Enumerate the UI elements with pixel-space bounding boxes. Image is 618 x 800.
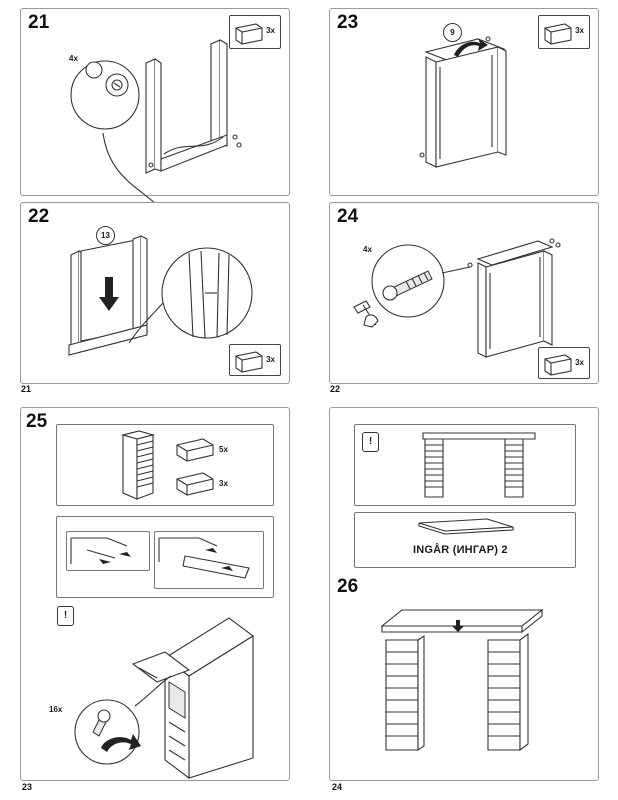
screw-detail-icon bbox=[74, 675, 172, 765]
drawer-count-a: 5x bbox=[219, 445, 228, 454]
desk-tabletop-illustration bbox=[380, 608, 544, 752]
fastener-count: 4x bbox=[363, 245, 372, 254]
step-21-panel: 21 3x 4x bbox=[20, 8, 290, 208]
cabinet-frame-illustration bbox=[467, 238, 561, 358]
drawer-insert-step-b bbox=[154, 531, 264, 589]
drawer-count-b: 3x bbox=[219, 479, 228, 488]
part-badge: 13 bbox=[96, 226, 115, 245]
arrow-down-icon bbox=[452, 620, 464, 632]
drawer-icon bbox=[176, 438, 214, 462]
warning-icon: ! bbox=[362, 432, 379, 452]
product-box: INGÅR (ИНГАР) 2 bbox=[354, 512, 576, 568]
drawer-insert-step-a bbox=[66, 531, 150, 571]
part-badge: 9 bbox=[443, 23, 462, 42]
page-number: 21 bbox=[21, 384, 32, 394]
page-number: 23 bbox=[22, 782, 33, 792]
step-number: 23 bbox=[337, 12, 359, 33]
drawer-icon bbox=[235, 23, 263, 45]
frame-back-panel-illustration bbox=[68, 235, 148, 356]
fastener-count: 16x bbox=[49, 705, 63, 714]
arrow-down-icon bbox=[99, 277, 119, 311]
step-number: 24 bbox=[337, 206, 359, 227]
warning-desk-box: ! bbox=[354, 424, 576, 506]
step-number: 22 bbox=[28, 206, 50, 227]
drawer-unit-illustration bbox=[120, 430, 156, 500]
warning-icon: ! bbox=[57, 606, 74, 626]
quantity-box: 3x bbox=[538, 347, 590, 379]
product-label: INGÅR (ИНГАР) 2 bbox=[413, 544, 508, 556]
step-24-panel: 24 4x 3x bbox=[329, 202, 599, 384]
quantity-box: 3x bbox=[229, 15, 281, 49]
page-number: 24 bbox=[332, 782, 343, 792]
drawer-insert-box bbox=[56, 516, 274, 598]
drawer-icon bbox=[235, 351, 263, 373]
hammer-icon bbox=[353, 300, 379, 328]
hand-icon bbox=[363, 314, 379, 328]
quantity-box: 3x bbox=[538, 15, 590, 49]
cam-lock-detail-icon bbox=[70, 60, 160, 208]
page-24-panel: ! INGÅR (ИНГАР) 2 26 bbox=[329, 407, 599, 781]
step-number: 26 bbox=[337, 576, 359, 597]
step-number: 21 bbox=[28, 12, 50, 33]
cabinet-top-illustration bbox=[419, 36, 507, 168]
step-25-panel: 25 5x 3x ! bbox=[20, 407, 290, 781]
drawer-icon bbox=[544, 23, 572, 45]
page-number: 22 bbox=[330, 384, 341, 394]
fastener-count: 4x bbox=[69, 54, 78, 63]
frame-illustration bbox=[145, 39, 242, 174]
tabletop-icon bbox=[418, 518, 514, 535]
drawer-count-box: 5x 3x bbox=[56, 424, 274, 506]
step-number: 25 bbox=[26, 411, 48, 432]
drawer-assembly-illustration bbox=[131, 617, 254, 780]
quantity-box: 3x bbox=[229, 344, 281, 376]
drawer-icon bbox=[544, 354, 572, 376]
rotate-arrow-icon bbox=[454, 38, 488, 57]
detail-zoom-icon bbox=[128, 247, 253, 344]
step-23-panel: 23 3x 9 bbox=[329, 8, 599, 196]
drawer-icon bbox=[176, 472, 214, 496]
desk-illustration bbox=[422, 432, 536, 498]
screw-detail-icon bbox=[371, 244, 471, 318]
drawer-slide-icon bbox=[158, 537, 250, 579]
step-22-panel: 22 13 3x bbox=[20, 202, 290, 384]
drawer-slide-icon bbox=[70, 537, 131, 564]
